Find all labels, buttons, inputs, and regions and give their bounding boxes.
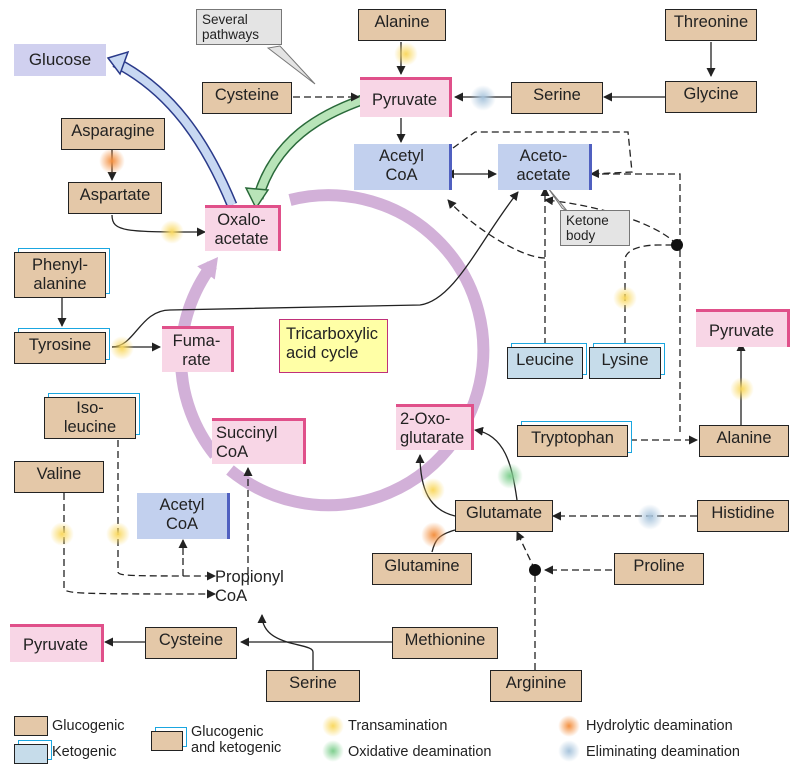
legend-eliminating-marker (558, 740, 580, 762)
glutamine-node: Glutamine (372, 553, 472, 585)
oxaloacetate-node: Oxalo- acetate (205, 205, 281, 251)
legend-ketogenic-label: Ketogenic (52, 744, 117, 760)
valine-node: Valine (14, 461, 104, 493)
serine-bottom-node: Serine (266, 670, 360, 702)
transamination-marker (421, 478, 445, 502)
eliminating-deamination-marker (470, 85, 496, 111)
pyruvate-to-oxaloacetate-arrow (252, 94, 364, 200)
acetoacetate-node: Aceto- acetate (498, 144, 592, 190)
legend-oxidative-label: Oxidative deamination (348, 744, 492, 760)
tca-cycle-label: Tricarboxylic acid cycle (279, 319, 388, 373)
propionyl-coa-node: Propionyl CoA (215, 568, 284, 605)
transamination-marker (50, 522, 74, 546)
legend-both-swatch (151, 731, 183, 751)
transamination-marker (730, 377, 754, 401)
glucose-node: Glucose (14, 44, 106, 76)
arginine-node: Arginine (490, 670, 582, 702)
transamination-marker (160, 220, 184, 244)
fumarate-node: Fuma- rate (162, 326, 234, 372)
alanine-right-node: Alanine (699, 425, 789, 457)
acetyl-coa-top-node: Acetyl CoA (354, 144, 452, 190)
isoleucine-node: Iso- leucine (44, 397, 136, 439)
histidine-node: Histidine (697, 500, 789, 532)
legend-oxidative-marker (322, 740, 344, 762)
phenylalanine-node: Phenyl- alanine (14, 252, 106, 298)
serine-top-node: Serine (511, 82, 603, 114)
tca-cycle-ring (226, 189, 490, 512)
several-pathways-callout: Several pathways (196, 9, 282, 45)
succinyl-coa-node: Succinyl CoA (212, 418, 306, 464)
alanine-top-node: Alanine (358, 9, 446, 41)
pyruvate-top-node: Pyruvate (360, 77, 452, 117)
ketone-body-callout: Ketone body (560, 210, 630, 246)
legend-ketogenic-swatch (14, 744, 48, 764)
tyrosine-node: Tyrosine (14, 332, 106, 364)
hydrolytic-deamination-marker (99, 148, 125, 174)
eliminating-deamination-marker (637, 504, 663, 530)
threonine-node: Threonine (665, 9, 757, 41)
acetyl-coa-mid-node: Acetyl CoA (137, 493, 230, 539)
glycine-node: Glycine (665, 81, 757, 113)
legend-transamination-marker (322, 715, 344, 737)
legend-hydrolytic-marker (558, 715, 580, 737)
junction-dot (529, 564, 541, 576)
transamination-marker (106, 522, 130, 546)
glutamate-node: Glutamate (455, 500, 553, 532)
pyruvate-bottom-node: Pyruvate (10, 624, 104, 662)
transamination-marker (613, 286, 637, 310)
legend-hydrolytic-label: Hydrolytic deamination (586, 718, 733, 734)
legend-glucogenic-swatch (14, 716, 48, 736)
lysine-node: Lysine (589, 347, 661, 379)
legend-eliminating-label: Eliminating deamination (586, 744, 740, 760)
oxidative-deamination-marker (497, 463, 523, 489)
cysteine-top-node: Cysteine (202, 82, 292, 114)
proline-node: Proline (614, 553, 704, 585)
asparagine-node: Asparagine (61, 118, 165, 150)
transamination-marker (110, 336, 134, 360)
oxoglutarate-node: 2-Oxo- glutarate (396, 404, 474, 450)
legend-both-label: Glucogenic and ketogenic (191, 724, 282, 756)
tryptophan-node: Tryptophan (517, 425, 628, 457)
pyruvate-right-node: Pyruvate (696, 309, 790, 347)
hydrolytic-deamination-marker (421, 522, 447, 548)
methionine-node: Methionine (392, 627, 498, 659)
legend-glucogenic-label: Glucogenic (52, 718, 125, 734)
legend-transamination-label: Transamination (348, 718, 448, 734)
cysteine-bottom-node: Cysteine (145, 627, 237, 659)
leucine-node: Leucine (507, 347, 583, 379)
junction-dot (671, 239, 683, 251)
transamination-marker (394, 42, 418, 66)
aspartate-node: Aspartate (68, 182, 162, 214)
